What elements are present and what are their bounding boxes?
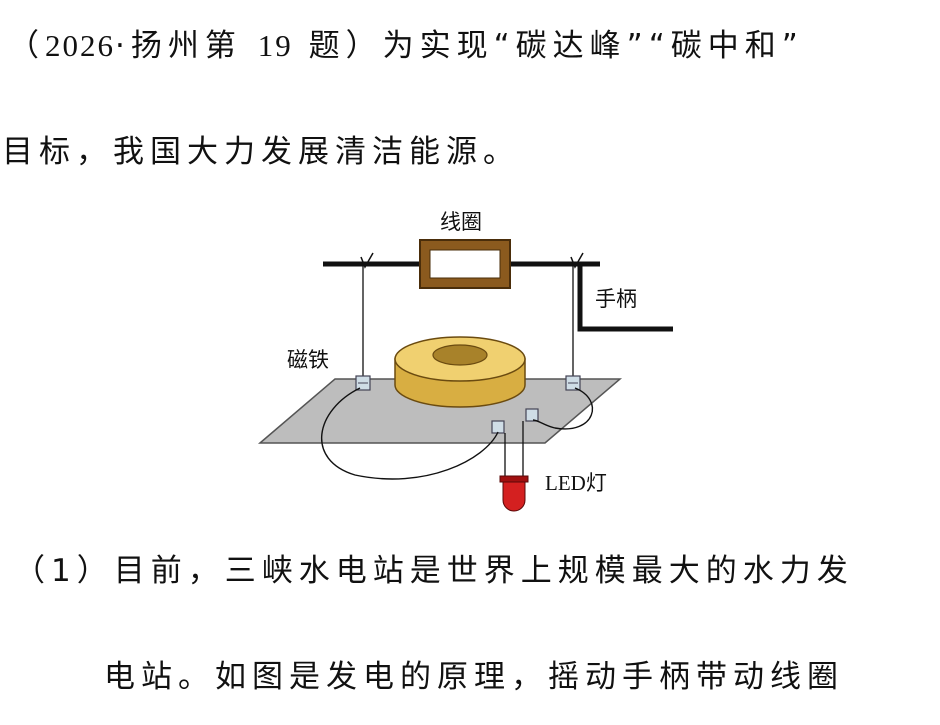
sub-question-number: （1） <box>14 553 114 589</box>
sub-question-text: 目前，三峡水电站是世界上规模最大的水力发 <box>113 553 854 589</box>
led-label: LED灯 <box>545 471 607 495</box>
ring-magnet <box>394 336 526 408</box>
exam-place: 扬州第 <box>130 28 242 64</box>
right-connecting-wire <box>532 387 594 430</box>
separator-dot: · <box>115 28 131 64</box>
right-terminal <box>565 375 581 391</box>
coil-label: 线圈 <box>440 210 482 234</box>
led-terminal-right <box>525 408 539 422</box>
exam-year: 2026 <box>45 28 115 63</box>
open-paren: （ <box>8 28 45 64</box>
question-source-line: （2026·扬州第 19 题）为实现“碳达峰”“碳中和” <box>8 30 804 62</box>
question-intro: 题）为实现“碳达峰”“碳中和” <box>308 28 804 64</box>
question-number: 19 <box>257 28 293 63</box>
right-hook-mark <box>570 252 584 269</box>
generator-diagram: 线圈 手柄 磁铁 LED灯 <box>255 200 685 520</box>
question-intro-continued: 目标，我国大力发展清洁能源。 <box>2 134 520 170</box>
left-terminal <box>355 375 371 391</box>
crank-handle <box>577 264 673 332</box>
left-connecting-wire <box>320 387 499 480</box>
sub-question-1-continued: 电站。如图是发电的原理，摇动手柄带动线圈 <box>104 659 844 695</box>
led-bulb <box>499 475 529 512</box>
magnet-label: 磁铁 <box>287 348 329 372</box>
base-board <box>257 378 623 444</box>
coil-window <box>429 249 501 279</box>
led-terminal-left <box>491 420 505 434</box>
left-hook-mark <box>360 252 374 269</box>
handle-label: 手柄 <box>595 287 637 311</box>
sub-question-1: （1）目前，三峡水电站是世界上规模最大的水力发 <box>14 556 854 587</box>
generator-diagram-svg: 线圈 手柄 磁铁 LED灯 <box>257 210 673 512</box>
